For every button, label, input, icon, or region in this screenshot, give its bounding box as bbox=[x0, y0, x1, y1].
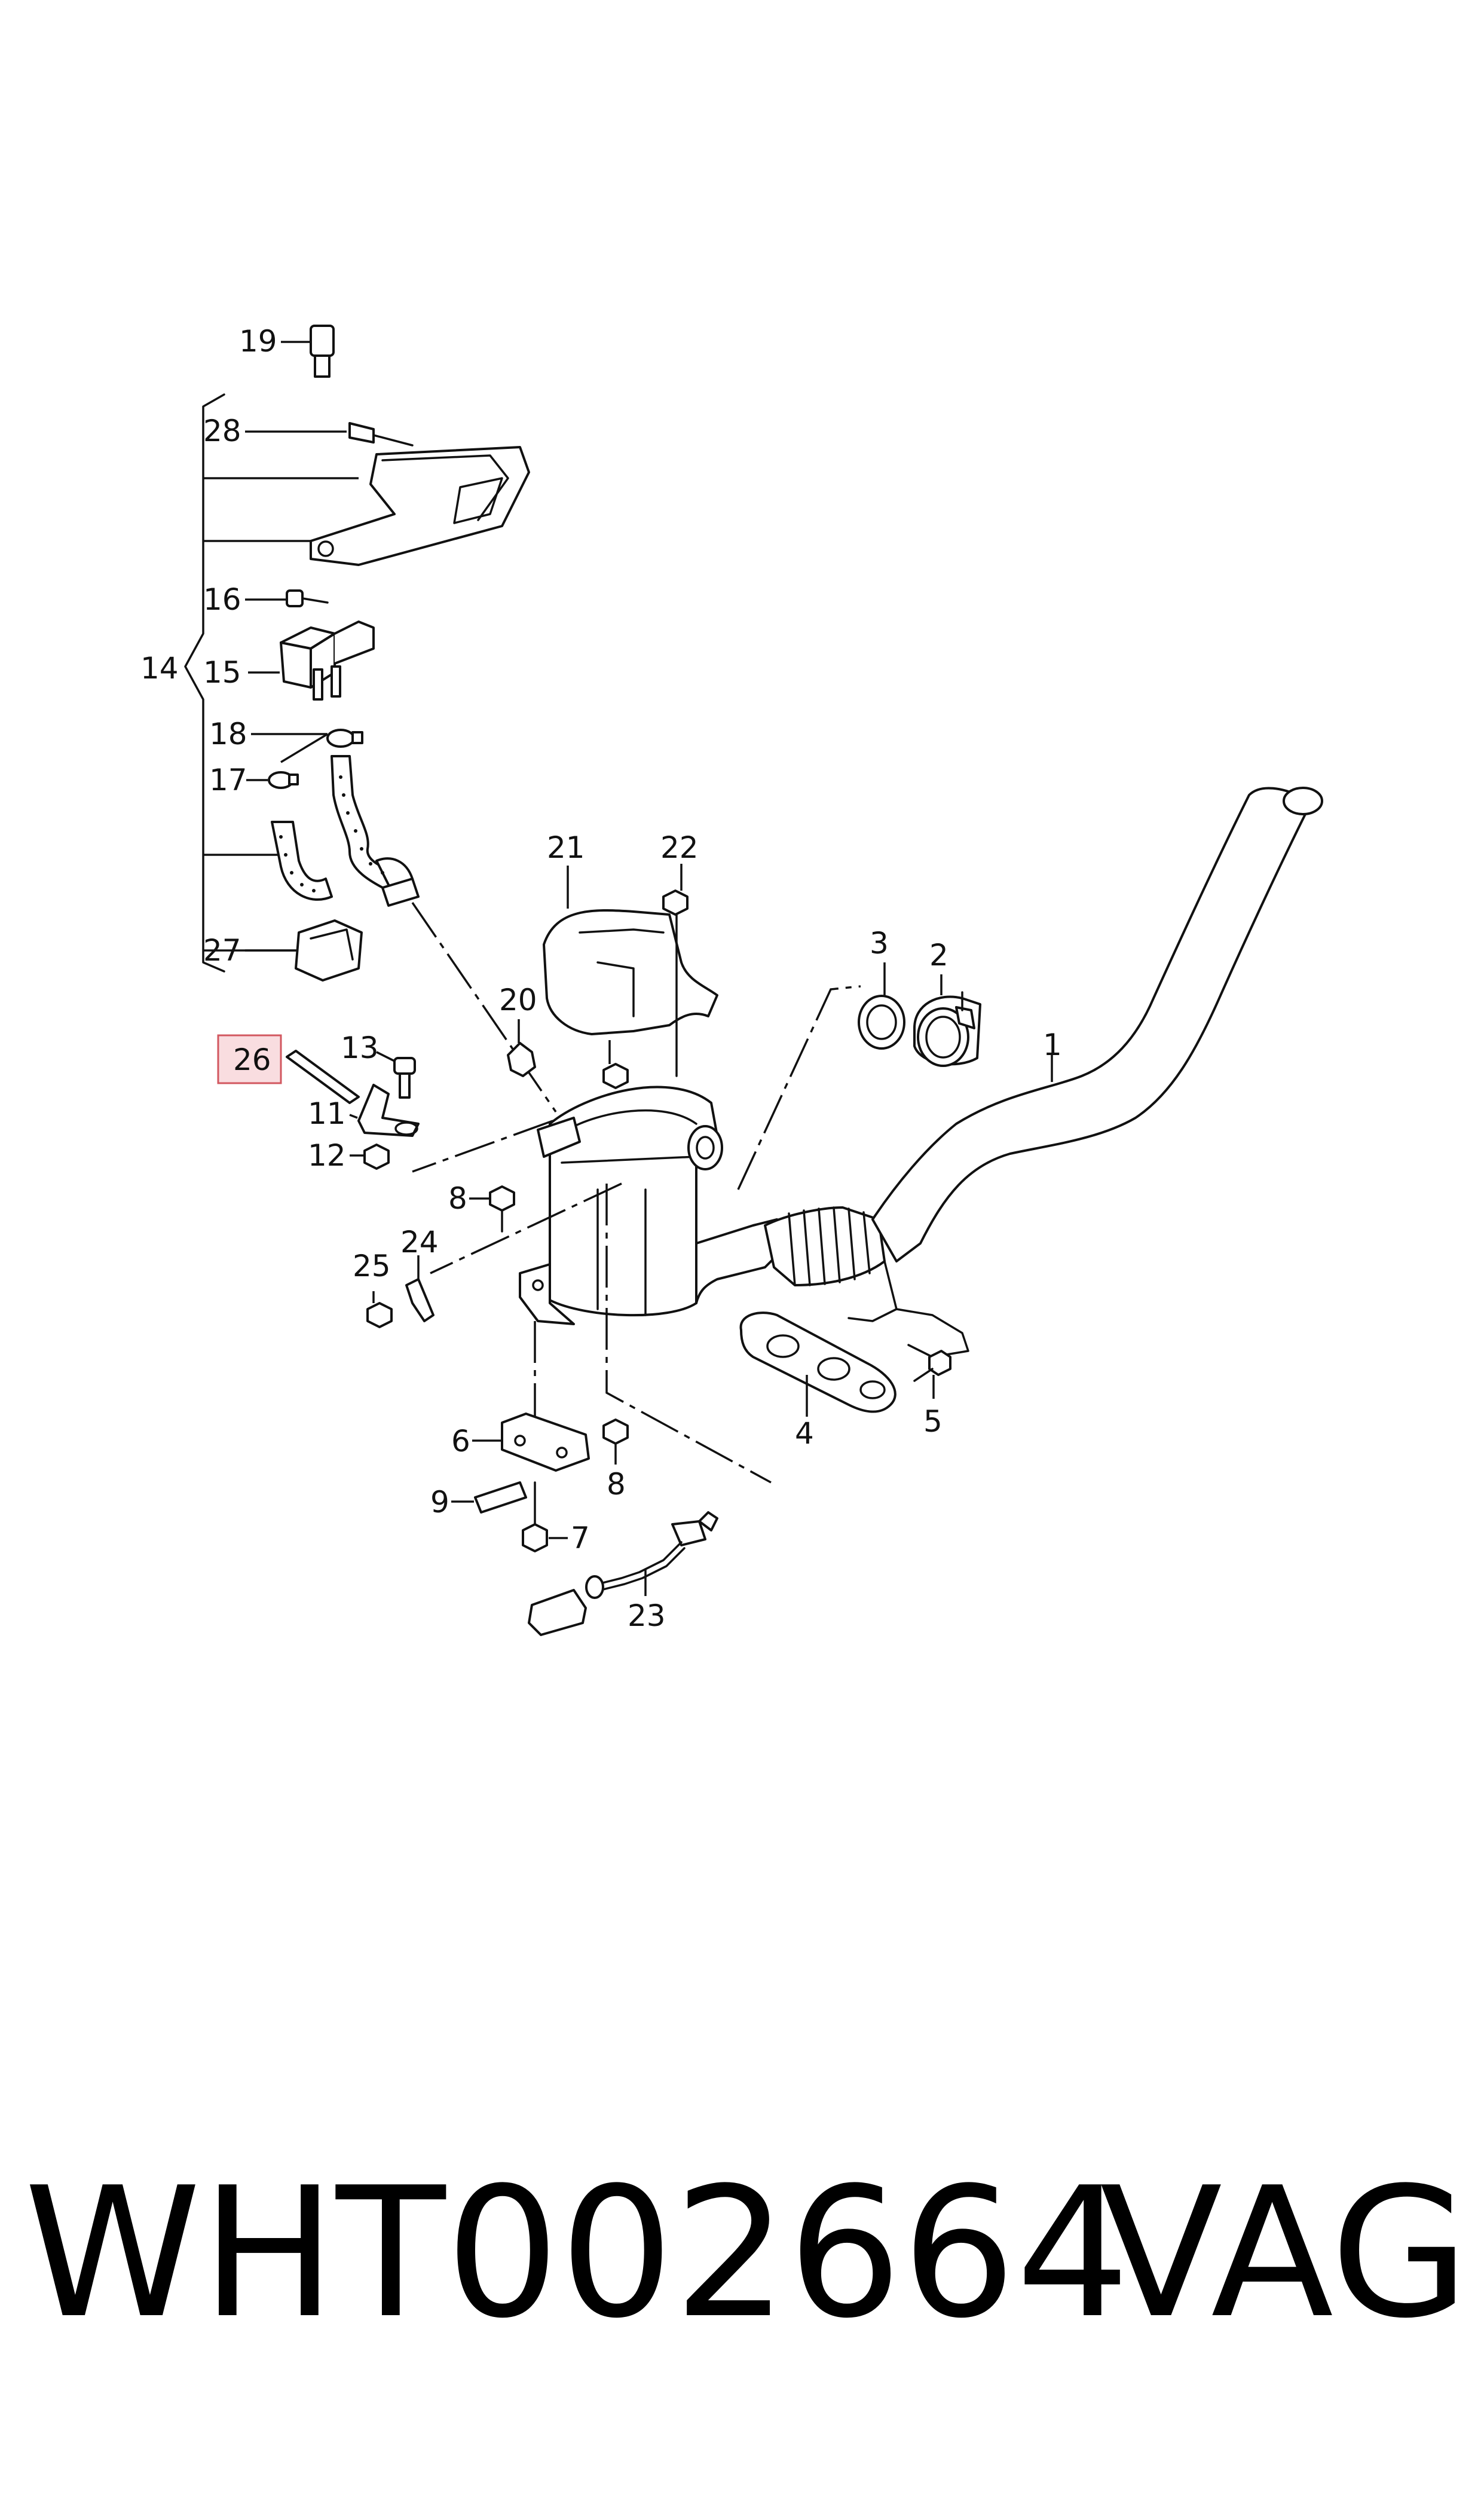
label-26-highlight bbox=[217, 1034, 282, 1084]
hose-long bbox=[331, 755, 420, 907]
bolt-5 bbox=[913, 1350, 951, 1382]
stud-26 bbox=[286, 1050, 360, 1104]
flex-pipe bbox=[695, 1206, 886, 1304]
label-19: 19 bbox=[239, 324, 277, 359]
nut-12 bbox=[363, 1144, 390, 1170]
catalytic-converter bbox=[519, 1063, 723, 1325]
label-6: 6 bbox=[451, 1424, 470, 1459]
label-23: 23 bbox=[628, 1598, 666, 1633]
label-8-lower: 8 bbox=[607, 1467, 626, 1502]
label-26: 26 bbox=[233, 1043, 271, 1077]
nut-25 bbox=[366, 1302, 393, 1328]
label-13: 13 bbox=[341, 1031, 379, 1065]
label-7: 7 bbox=[571, 1521, 590, 1555]
hose-short bbox=[271, 821, 333, 901]
nut-8-upper bbox=[489, 1185, 515, 1233]
stud-9 bbox=[474, 1481, 527, 1514]
heat-shield-21 bbox=[543, 909, 718, 1035]
label-8-upper: 8 bbox=[448, 1181, 467, 1216]
label-22: 22 bbox=[660, 830, 699, 865]
gasket-3 bbox=[858, 995, 905, 1050]
pipe-bracket bbox=[847, 1260, 969, 1358]
gasket-plate-4 bbox=[739, 1312, 896, 1413]
label-12: 12 bbox=[308, 1138, 346, 1173]
bracket-11 bbox=[357, 1084, 420, 1137]
label-4: 4 bbox=[795, 1416, 814, 1451]
nut-22 bbox=[662, 889, 689, 916]
part-caption: WHT002664 VAG bbox=[24, 2140, 1470, 2367]
label-20: 20 bbox=[499, 983, 537, 1017]
bolt-7 bbox=[522, 1481, 548, 1552]
label-25: 25 bbox=[353, 1249, 391, 1283]
label-18: 18 bbox=[209, 717, 247, 751]
label-14: 14 bbox=[140, 651, 179, 686]
bolt-16 bbox=[286, 589, 329, 607]
label-21: 21 bbox=[547, 830, 585, 865]
label-16: 16 bbox=[203, 582, 241, 617]
hose-clamp-17 bbox=[268, 771, 299, 789]
label-11: 11 bbox=[308, 1096, 346, 1131]
hose-clamp-18 bbox=[326, 729, 363, 748]
holder-27 bbox=[295, 919, 363, 982]
label-1: 1 bbox=[1043, 1028, 1062, 1062]
bracket-6 bbox=[501, 1413, 590, 1472]
brand-name: VAG bbox=[1100, 2149, 1470, 2358]
label-15: 15 bbox=[203, 655, 241, 690]
clip-24 bbox=[405, 1278, 435, 1322]
exhaust-sensor-23 bbox=[528, 1511, 718, 1636]
label-5: 5 bbox=[923, 1404, 943, 1439]
clamp-2 bbox=[913, 991, 981, 1067]
label-2: 2 bbox=[929, 938, 948, 973]
label-24: 24 bbox=[400, 1225, 439, 1259]
label-28: 28 bbox=[203, 414, 241, 448]
clip-20 bbox=[507, 1042, 536, 1077]
bolt-13 bbox=[393, 1057, 416, 1099]
part-number: WHT002664 bbox=[24, 2149, 1130, 2358]
pressure-sensor-15 bbox=[280, 620, 375, 701]
front-pipe-1 bbox=[871, 787, 1323, 1262]
callout-labels: 19 28 16 14 15 18 17 27 21 22 3 2 1 20 2… bbox=[140, 324, 1062, 1633]
bolt-19 bbox=[310, 325, 335, 378]
label-9: 9 bbox=[430, 1485, 449, 1520]
label-27: 27 bbox=[203, 933, 241, 968]
bracket-28 bbox=[310, 422, 530, 566]
label-17: 17 bbox=[209, 763, 247, 797]
label-3: 3 bbox=[870, 926, 889, 961]
nut-8-lower bbox=[602, 1419, 629, 1445]
